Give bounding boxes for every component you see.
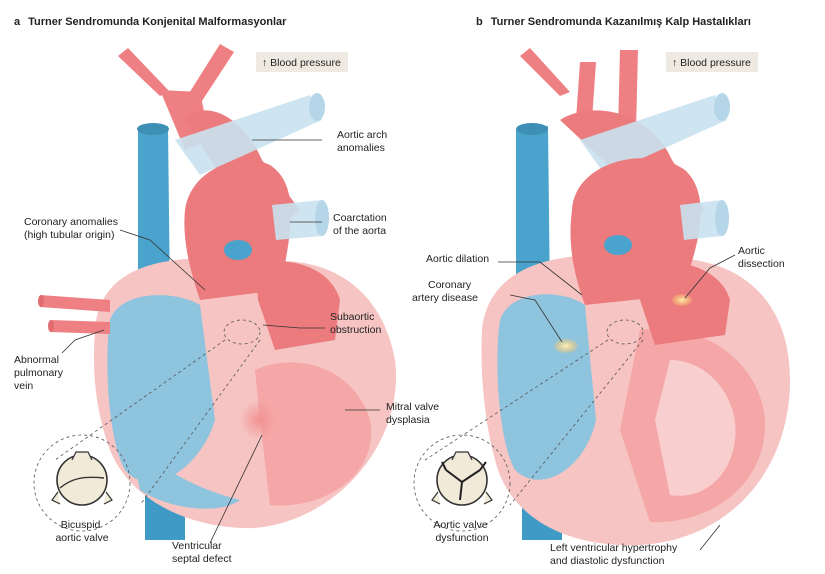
ventricular-septal-defect-mark <box>240 400 276 440</box>
label-mitral-valve: Mitral valve dysplasia <box>386 401 442 426</box>
right-chambers-a <box>107 295 215 482</box>
coronary-plaque <box>554 339 578 353</box>
left-ventricle-a <box>255 362 372 506</box>
blood-pressure-label-a: ↑ Blood pressure <box>262 57 341 69</box>
aortic-valve-marker-b <box>606 319 644 345</box>
pulmonary-vein-stub-a <box>224 240 252 260</box>
label-aortic-dilation: Aortic dilation <box>426 253 489 265</box>
bicuspid-valve-inset <box>33 339 261 532</box>
label-left-ventricular-hypertrophy: Left ventricular hypertrophy and diastol… <box>550 542 680 567</box>
blood-pressure-box-b: ↑ Blood pressure <box>666 52 758 72</box>
bicuspid-valve-icon <box>56 454 108 506</box>
superior-vena-cava-a <box>138 126 170 300</box>
label-aortic-arch: Aortic arch anomalies <box>337 129 390 154</box>
pulmonary-artery-a <box>175 95 322 175</box>
label-bicuspid-aortic-valve: Bicuspid aortic valve <box>55 519 108 544</box>
right-chambers-b <box>497 294 596 480</box>
blood-pressure-box-a: ↑ Blood pressure <box>256 52 348 72</box>
blood-pressure-label-b: ↑ Blood pressure <box>672 57 751 69</box>
label-coronary-anomalies: Coronary anomalies (high tubular origin) <box>24 216 121 241</box>
abnormal-pulmonary-veins-a <box>38 295 110 334</box>
dissection-mark <box>672 294 692 306</box>
aortic-valve-marker-a <box>223 319 261 345</box>
leader-lines-a <box>61 139 380 544</box>
superior-vena-cava-b <box>516 126 550 300</box>
label-abnormal-pulmonary-vein: Abnormal pulmonary vein <box>14 354 66 392</box>
pulmonary-artery-b <box>580 95 727 175</box>
pulmonary-vein-stub-b <box>604 235 632 255</box>
label-aortic-dissection: Aortic dissection <box>738 245 785 270</box>
coarctation-tube-a <box>272 200 322 240</box>
pulmonary-artery-end-a <box>309 93 325 121</box>
label-aortic-valve-dysfunction: Aortic valve dysfunction <box>433 519 490 544</box>
label-subaortic-obstruction: Subaortic obstruction <box>330 311 382 336</box>
leader-lines-b <box>498 254 736 551</box>
dysfunctional-valve-icon <box>436 454 488 506</box>
label-coarctation: Coarctation of the aorta <box>333 212 390 237</box>
descending-aorta-b <box>680 200 722 240</box>
aortic-valve-dysfunction-inset <box>413 339 644 532</box>
label-coronary-artery-disease: Coronary artery disease <box>412 279 478 304</box>
label-ventricular-septal-defect: Ventricular septal defect <box>172 540 232 565</box>
